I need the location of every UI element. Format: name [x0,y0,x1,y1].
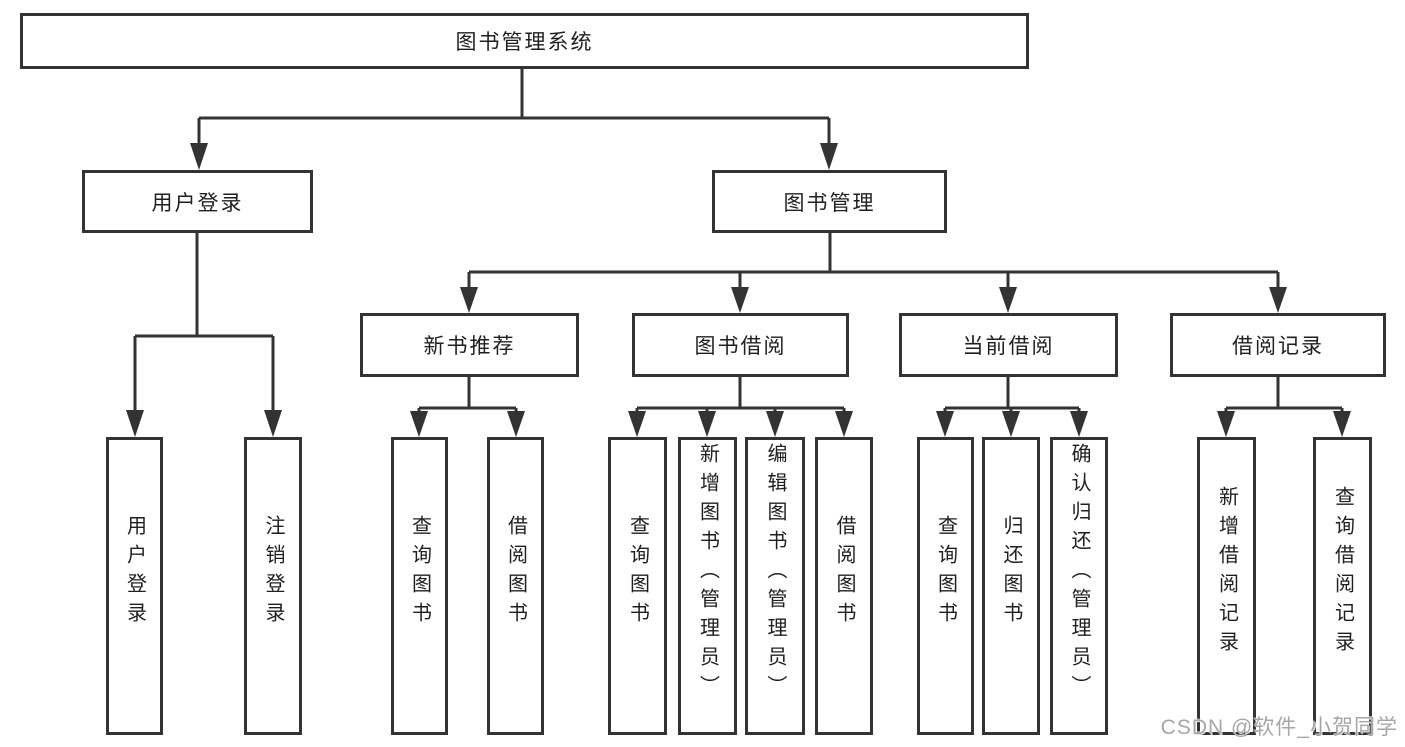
connector-level1 [197,69,831,146]
leaf-add-books-admin-label: 新增图书（管理员） [696,442,719,704]
leaf-add-borrow-record: 新增借阅记录 [1197,437,1256,735]
leaf-edit-books-admin: 编辑图书（管理员） [745,437,805,735]
leaf-edit-books-admin-label: 编辑图书（管理员） [764,442,786,704]
node-root: 图书管理系统 [20,13,1029,69]
leaf-borrow-books: 借阅图书 [815,437,873,735]
arrowheads-user-login [126,410,282,437]
node-user-login-label: 用户登录 [151,191,244,215]
node-new-book-recommend: 新书推荐 [360,313,579,377]
leaf-query-borrow-record-label: 查询借阅记录 [1331,486,1354,660]
node-new-book-recommend-label: 新书推荐 [423,335,516,358]
node-book-borrow-label: 图书借阅 [694,335,787,358]
leaf-return-books-label: 归还图书 [1000,515,1022,631]
connector-book-management [467,233,1280,290]
leaf-add-books-admin: 新增图书（管理员） [678,437,737,735]
node-book-borrow: 图书借阅 [632,313,849,377]
arrowheads-borrow-records [1217,411,1351,437]
leaf-return-books: 归还图书 [982,437,1040,735]
csdn-watermark: CSDN @软件_小贺同学 [1160,716,1398,739]
connector-borrow-records [1224,377,1344,414]
connector-current-borrow [943,377,1081,414]
leaf-recommend-borrow-books: 借阅图书 [487,437,544,735]
arrowheads-book-management [460,287,1287,313]
leaf-current-query-books-label: 查询图书 [934,515,957,631]
node-book-management-label: 图书管理 [783,191,876,215]
leaf-user-login-label: 用户登录 [123,515,146,631]
leaf-user-login: 用户登录 [106,437,163,735]
node-root-label: 图书管理系统 [455,31,594,54]
node-borrow-records-label: 借阅记录 [1232,335,1324,358]
leaf-recommend-query-books: 查询图书 [391,437,448,735]
leaf-logout-label: 注销登录 [262,515,284,631]
leaf-confirm-return-admin-label: 确认归还（管理员） [1068,442,1090,704]
leaf-borrow-books-label: 借阅图书 [833,515,855,631]
node-current-borrow: 当前借阅 [899,313,1118,377]
node-current-borrow-label: 当前借阅 [962,335,1055,358]
arrowheads-level1 [190,143,838,170]
leaf-add-borrow-record-label: 新增借阅记录 [1215,486,1238,660]
leaf-current-query-books: 查询图书 [917,437,974,735]
leaf-logout: 注销登录 [244,437,302,735]
node-user-login: 用户登录 [82,170,313,233]
leaf-recommend-query-books-label: 查询图书 [408,515,431,631]
arrowheads-book-borrow [628,411,853,437]
connector-book-borrow [635,377,846,414]
leaf-borrow-query-books-label: 查询图书 [626,515,649,631]
leaf-recommend-borrow-books-label: 借阅图书 [504,515,527,631]
connector-user-login [133,233,275,413]
leaf-query-borrow-record: 查询借阅记录 [1313,437,1372,735]
arrowheads-new-book-recommend [410,411,525,437]
arrowheads-current-borrow [936,411,1088,437]
node-book-management: 图书管理 [712,170,947,233]
connector-new-book-recommend [417,377,518,414]
leaf-confirm-return-admin: 确认归还（管理员） [1050,437,1108,735]
node-borrow-records: 借阅记录 [1170,313,1386,377]
leaf-borrow-query-books: 查询图书 [608,437,667,735]
